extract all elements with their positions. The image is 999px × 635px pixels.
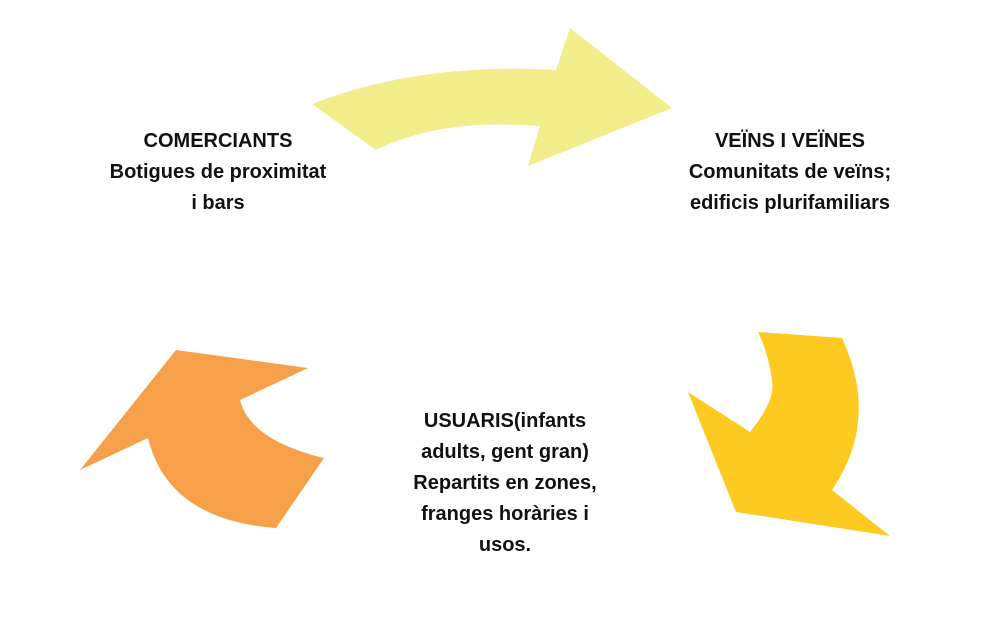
arrow-veins-to-usuaris (688, 332, 890, 536)
node-veins-line-2: edificis plurifamiliars (689, 192, 891, 214)
node-usuaris-line-3: franges horàries i (421, 503, 589, 525)
node-veins-line-1: Comunitats de veïns; (688, 161, 892, 183)
arrow-usuaris-to-comerciants (80, 350, 324, 528)
arrow-comerciants-to-veins (312, 28, 672, 166)
node-comerciants-title: COMERCIANTS (143, 130, 293, 152)
node-usuaris-line-4: usos. (478, 534, 532, 556)
node-comerciants-line-2: i bars (191, 192, 245, 214)
node-comerciants: COMERCIANTS Botigues de proximitat i bar… (78, 126, 358, 219)
node-veins: VEÏNS I VEÏNES Comunitats de veïns; edif… (650, 126, 930, 219)
node-usuaris-line-2: Repartits en zones, (413, 472, 597, 494)
node-usuaris-line-1: adults, gent gran) (421, 441, 589, 463)
node-veins-title: VEÏNS I VEÏNES (714, 130, 866, 152)
node-comerciants-line-1: Botigues de proximitat (109, 161, 327, 183)
node-usuaris: USUARIS(infants adults, gent gran) Repar… (385, 406, 625, 561)
node-usuaris-title: USUARIS(infants (423, 410, 587, 432)
